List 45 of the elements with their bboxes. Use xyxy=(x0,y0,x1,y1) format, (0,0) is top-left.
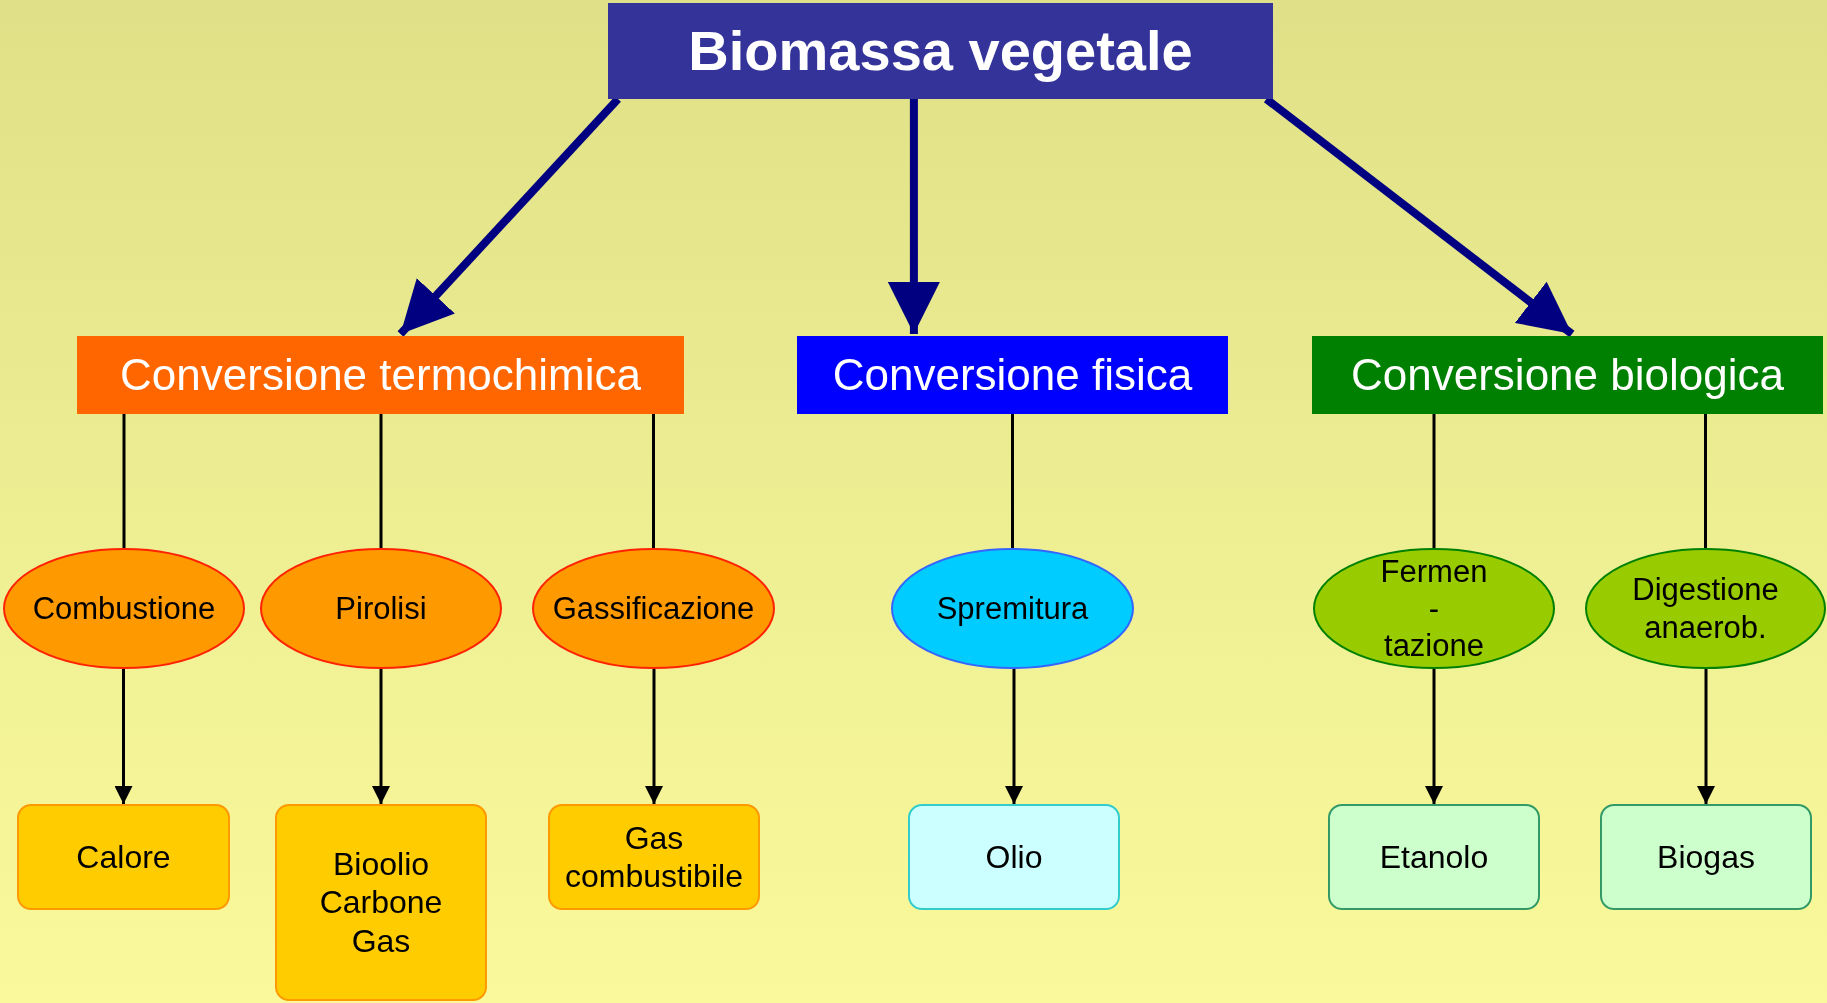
node-label: Gas combustibile xyxy=(565,818,743,896)
arrow xyxy=(114,669,133,804)
product-box xyxy=(275,804,487,1001)
arrow xyxy=(1005,669,1023,804)
connector-line xyxy=(379,414,383,548)
category-box xyxy=(77,336,684,414)
node-label: Conversione fisica xyxy=(832,348,1193,401)
arrow xyxy=(1697,669,1715,804)
node-label: Spremitura xyxy=(936,589,1089,628)
process-ellipse xyxy=(891,548,1134,669)
node-label: Pirolisi xyxy=(335,589,427,628)
process-ellipse xyxy=(1313,548,1555,669)
process-ellipse xyxy=(532,548,775,669)
product-box xyxy=(908,804,1120,910)
process-ellipse xyxy=(260,548,502,669)
node-label: Combustione xyxy=(32,589,216,628)
node-label: Fermen -tazione xyxy=(1380,552,1488,665)
product-box xyxy=(548,804,760,910)
node-label: Bioolio Carbone Gas xyxy=(319,844,443,961)
arrow xyxy=(887,99,940,334)
node-label: Etanolo xyxy=(1379,837,1489,877)
node-label: Conversione biologica xyxy=(1351,348,1784,401)
arrow xyxy=(1425,669,1443,804)
node-label: Biogas xyxy=(1657,837,1755,877)
arrow xyxy=(372,669,390,804)
connector-line xyxy=(1432,414,1436,548)
product-box xyxy=(1600,804,1812,910)
category-box xyxy=(1312,336,1823,414)
process-ellipse xyxy=(3,548,245,669)
node-label: Conversione termochimica xyxy=(120,348,641,401)
node-label: Digestione anaerob. xyxy=(1632,571,1779,646)
process-ellipse xyxy=(1585,548,1826,669)
arrow xyxy=(645,669,663,804)
connector-line xyxy=(652,414,655,548)
product-box xyxy=(17,804,230,910)
connector-line xyxy=(1704,414,1707,548)
connector-line xyxy=(122,414,126,548)
category-box xyxy=(797,336,1228,414)
node-label: Calore xyxy=(76,837,171,877)
title-box xyxy=(608,3,1273,99)
node-label: Olio xyxy=(985,837,1043,877)
node-label: Biomassa vegetale xyxy=(688,18,1193,85)
node-label: Gassificazione xyxy=(552,589,755,628)
connector-line xyxy=(1011,414,1014,548)
product-box xyxy=(1328,804,1540,910)
